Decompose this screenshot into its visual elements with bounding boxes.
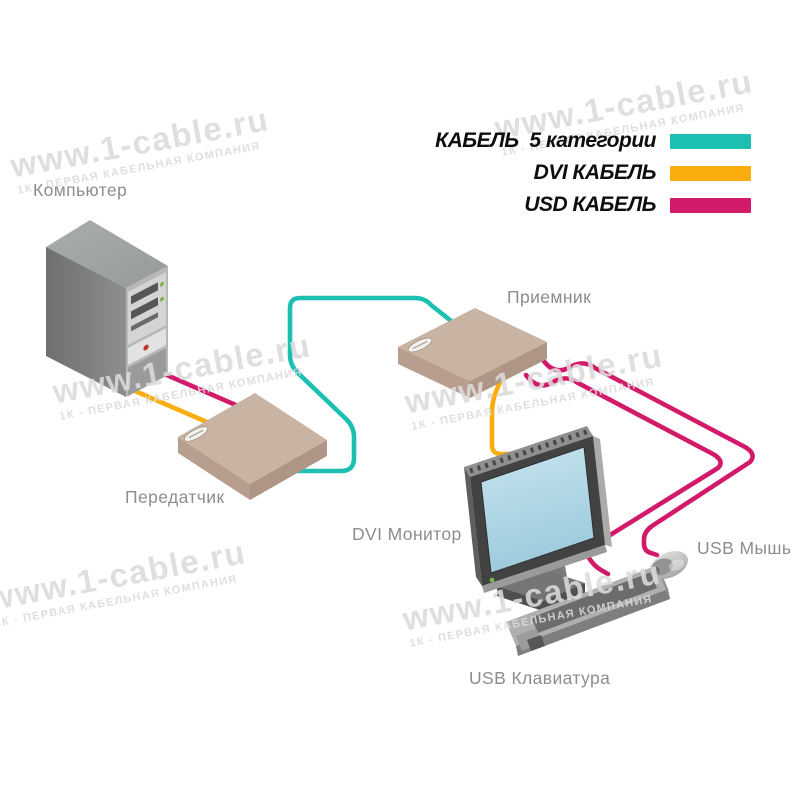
monitor-vents: [469, 428, 590, 474]
mouse-wheel: [654, 566, 660, 574]
label-monitor: DVI Монитор: [352, 524, 462, 544]
drive-led: [160, 296, 164, 302]
optical-drive-slot: [131, 282, 158, 305]
keyboard-key-field: [531, 572, 657, 633]
tower-lower-front: [128, 348, 166, 396]
monitor-illustration: [464, 426, 612, 611]
transmitter-illustration: [178, 393, 327, 500]
transmitter-badge: [183, 426, 209, 442]
computer-illustration: [46, 220, 168, 397]
usb-cable-receiver-to-keyboard: [523, 372, 723, 577]
legend-swatch-usb: [670, 197, 751, 213]
mouse-highlight: [669, 559, 685, 571]
label-transmitter: Передатчик: [125, 487, 225, 507]
optical-drive-slot: [131, 297, 158, 320]
keyboard-front-face: [516, 589, 670, 656]
tower-drive-bays: [128, 272, 166, 396]
monitor-base-front: [497, 583, 585, 611]
receiver-right-face: [470, 342, 547, 398]
receiver-left-face: [398, 347, 470, 398]
label-computer: Компьютер: [33, 180, 128, 200]
keyboard-illustration: [506, 565, 670, 656]
receiver-illustration: [398, 308, 547, 398]
cable-legend: КАБЕЛЬ 5 категории DVI КАБЕЛЬ USD КАБЕЛЬ: [435, 129, 751, 226]
monitor-right-side: [593, 436, 612, 547]
cat5-cable-transmitter-to-receiver: [287, 295, 458, 474]
receiver-top-face: [398, 308, 547, 381]
legend-swatch-cat5: [670, 133, 751, 149]
legend-item-usb: USD КАБЕЛЬ: [435, 193, 751, 216]
legend-item-dvi: DVI КАБЕЛЬ: [435, 161, 751, 184]
monitor-left-side: [464, 467, 482, 586]
dvi-cable-computer-to-transmitter: [125, 385, 219, 429]
label-mouse: USB Мышь: [697, 538, 792, 558]
usb-cable-receiver-to-mouse: [540, 357, 755, 558]
legend-item-cat5: КАБЕЛЬ 5 категории: [435, 129, 751, 152]
power-led: [143, 344, 149, 351]
transmitter-right-face: [250, 440, 327, 500]
drive-led: [160, 281, 164, 287]
legend-swatch-dvi: [670, 165, 751, 181]
legend-label-dvi: DVI КАБЕЛЬ: [533, 161, 657, 184]
tower-side-panel: [46, 247, 126, 397]
legend-label-usb: USD КАБЕЛЬ: [524, 193, 656, 216]
receiver-badge: [407, 337, 433, 353]
label-receiver: Приемник: [507, 287, 592, 307]
label-keyboard: USB Клавиатура: [469, 668, 611, 688]
monitor-base-top: [497, 568, 585, 601]
mouse-illustration: [650, 550, 688, 580]
transmitter-top-face: [178, 393, 327, 484]
legend-label-cat5: КАБЕЛЬ 5 категории: [435, 129, 656, 152]
keyboard-touch-pad: [527, 635, 545, 651]
monitor-power-led: [489, 577, 495, 583]
monitor-bottom-lip: [482, 545, 607, 593]
transmitter-left-face: [178, 437, 250, 500]
tower-top-face: [46, 220, 168, 288]
monitor-screen: [480, 446, 595, 574]
keyboard-highlight: [530, 571, 651, 618]
floppy-slot: [131, 312, 158, 332]
